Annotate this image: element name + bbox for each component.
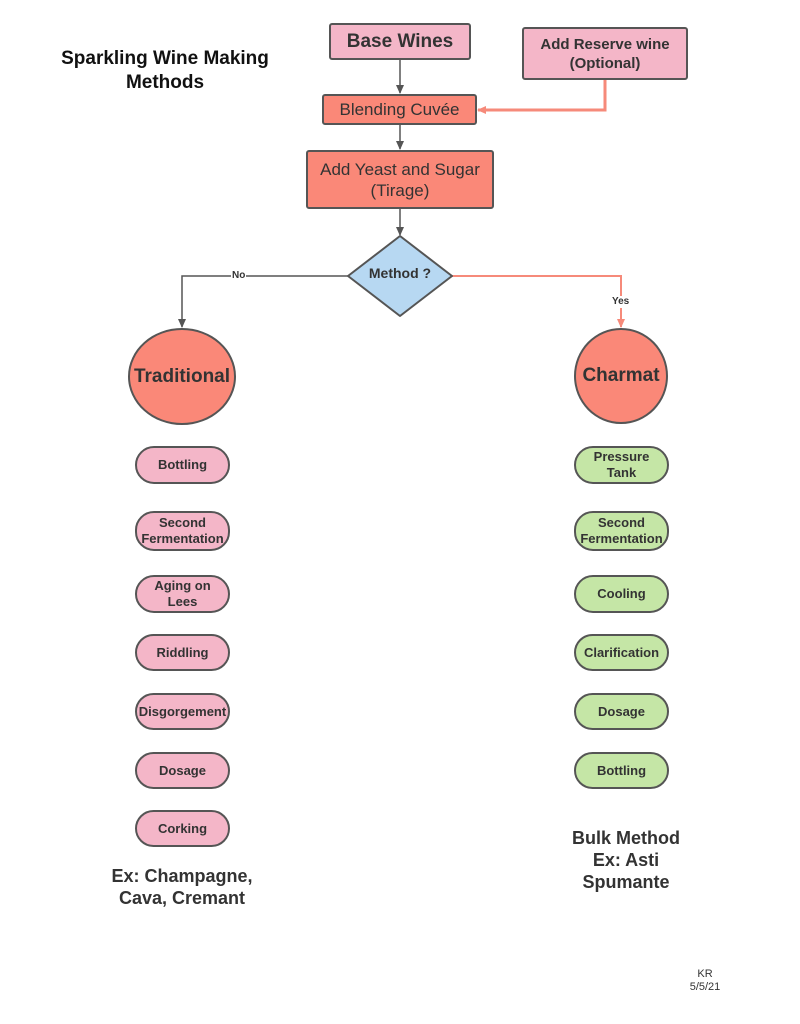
date-stamp: 5/5/21 <box>689 981 721 993</box>
node-blending-cuvee: Blending Cuvée <box>322 94 477 125</box>
decision-label: Method ? <box>368 265 432 281</box>
traditional-step: Dosage <box>135 752 230 789</box>
charmat-step: Pressure Tank <box>574 446 669 484</box>
charmat-step-label: Clarification <box>583 644 660 660</box>
charmat-example: Bulk Method Ex: Asti Spumante <box>572 828 680 892</box>
node-base-wines-label: Base Wines <box>346 30 454 52</box>
traditional-step: Disgorgement <box>135 693 230 730</box>
charmat-step: Clarification <box>574 634 669 671</box>
traditional-step: Aging on Lees <box>135 575 230 613</box>
node-reserve-wine: Add Reserve wine (Optional) <box>522 27 688 80</box>
traditional-step: Riddling <box>135 634 230 671</box>
traditional-step-label: Disgorgement <box>138 703 227 719</box>
node-tirage: Add Yeast and Sugar (Tirage) <box>306 150 494 209</box>
page-title: Sparkling Wine Making Methods <box>61 48 269 93</box>
method-charmat: Charmat <box>574 328 668 424</box>
decision-diamond <box>347 235 453 317</box>
traditional-step: Bottling <box>135 446 230 484</box>
traditional-step-label: Dosage <box>159 762 206 778</box>
charmat-step-label: Second Fermentation <box>580 515 663 546</box>
edge-decision-no <box>178 275 348 328</box>
method-traditional: Traditional <box>128 328 236 425</box>
edge-decision-yes <box>452 275 625 328</box>
charmat-step-label: Dosage <box>598 703 645 719</box>
edge-label-yes: Yes <box>611 296 631 308</box>
edge-label-no: No <box>231 270 247 282</box>
charmat-step-label: Cooling <box>597 586 646 601</box>
traditional-step-label: Corking <box>157 820 208 836</box>
traditional-step-label: Aging on Lees <box>154 578 211 609</box>
traditional-step-label: Riddling <box>156 644 209 660</box>
charmat-step: Bottling <box>574 752 669 789</box>
traditional-step-label: Bottling <box>157 457 208 472</box>
traditional-example: Ex: Champagne, Cava, Cremant <box>111 866 253 908</box>
charmat-step: Second Fermentation <box>574 511 669 551</box>
traditional-step: Corking <box>135 810 230 847</box>
method-traditional-label: Traditional <box>133 365 231 387</box>
method-charmat-label: Charmat <box>582 365 660 386</box>
charmat-step: Dosage <box>574 693 669 730</box>
charmat-step-label: Pressure Tank <box>593 449 650 480</box>
node-reserve-wine-label: Add Reserve wine (Optional) <box>540 35 670 72</box>
edge-reserve-to-blending <box>477 80 607 114</box>
node-base-wines: Base Wines <box>329 23 471 60</box>
charmat-step: Cooling <box>574 575 669 613</box>
charmat-step-label: Bottling <box>596 762 647 778</box>
author-initials: KR <box>697 968 713 980</box>
node-blending-cuvee-label: Blending Cuvée <box>339 99 460 119</box>
traditional-step: Second Fermentation <box>135 511 230 551</box>
node-tirage-label: Add Yeast and Sugar (Tirage) <box>320 159 480 200</box>
traditional-step-label: Second Fermentation <box>141 515 224 546</box>
